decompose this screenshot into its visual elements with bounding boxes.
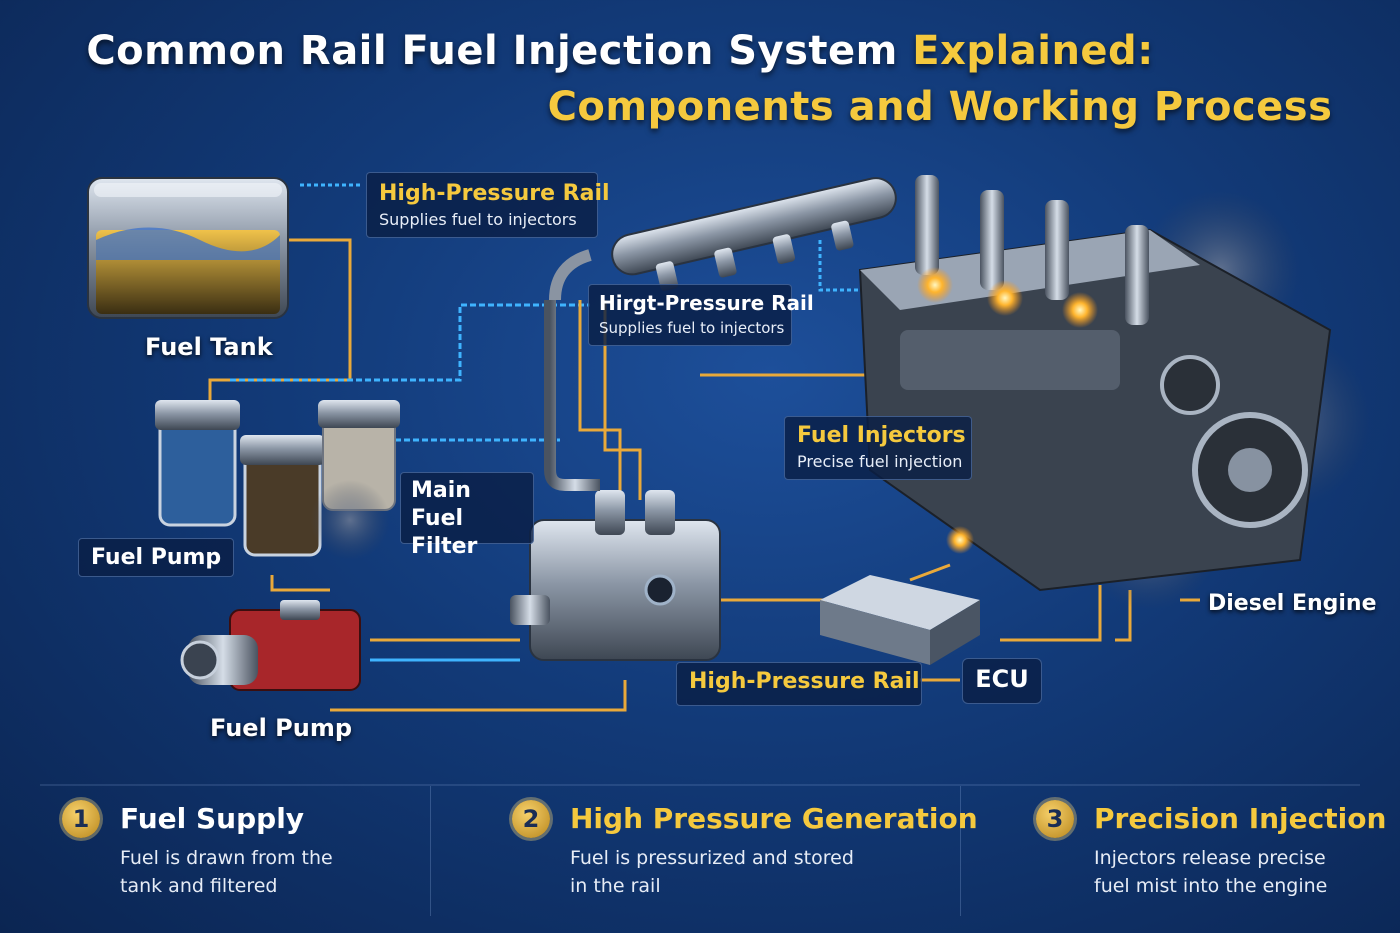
fuel-pump-top-text: Fuel Pump [91, 545, 222, 570]
main-filter-title: Main Fuel Filter [411, 478, 478, 559]
label-diesel-engine: Diesel Engine [1208, 591, 1377, 616]
step-2-badge: 2 [512, 800, 550, 838]
step-2-title: High Pressure Generation [570, 802, 978, 835]
fuel-tank-illustration [87, 177, 289, 319]
rail-top-sub: Supplies fuel to injectors [379, 210, 577, 229]
common-rail-illustration [549, 177, 897, 301]
page-title-line2: Components and Working Process [547, 84, 1333, 130]
label-fuel-pump-top: Fuel Pump [78, 538, 235, 577]
rail-top-title: High-Pressure Rail [379, 181, 610, 206]
high-pressure-pump-illustration [510, 300, 721, 661]
ecu-illustration [820, 575, 980, 665]
box-high-pressure-rail-top: High-Pressure Rail Supplies fuel to inje… [366, 172, 610, 238]
rail-mid-title: Hirgt-Pressure Rail [599, 291, 814, 315]
rail-bottom-title: High-Pressure Rail [689, 669, 920, 694]
box-high-pressure-rail-mid: Hirgt-Pressure Rail Supplies fuel to inj… [588, 284, 814, 346]
footer-divider-1 [430, 786, 431, 916]
step-3-desc: Injectors release precise fuel mist into… [1094, 847, 1328, 897]
box-ecu: ECU [962, 658, 1042, 704]
step-3-title: Precision Injection [1094, 802, 1387, 835]
rail-mid-sub: Supplies fuel to injectors [599, 319, 785, 337]
injectors-title: Fuel Injectors [797, 423, 966, 448]
page-title-line1: Common Rail Fuel Injection System Explai… [0, 28, 1400, 74]
footer-divider-2 [960, 786, 961, 916]
diesel-engine-illustration [858, 175, 1370, 610]
step-3-badge: 3 [1036, 800, 1074, 838]
title-gold-part: Explained: [912, 28, 1154, 74]
box-main-fuel-filter: Main Fuel Filter [400, 472, 534, 559]
injectors-sub: Precise fuel injection [797, 452, 963, 471]
fuel-pump-illustration [180, 600, 361, 691]
step-1-title: Fuel Supply [120, 802, 305, 835]
title-white-part: Common Rail Fuel Injection System [86, 28, 913, 74]
label-fuel-tank: Fuel Tank [145, 333, 273, 361]
step-2-desc: Fuel is pressurized and stored in the ra… [570, 847, 854, 897]
step-1-desc: Fuel is drawn from the tank and filtered [120, 847, 333, 897]
filter-canisters-illustration [155, 400, 400, 560]
step-1-badge: 1 [62, 800, 100, 838]
label-fuel-pump-bottom: Fuel Pump [210, 714, 353, 742]
box-fuel-injectors: Fuel Injectors Precise fuel injection [784, 416, 972, 480]
box-high-pressure-rail-bottom: High-Pressure Rail [676, 662, 922, 706]
ecu-title: ECU [975, 665, 1029, 693]
